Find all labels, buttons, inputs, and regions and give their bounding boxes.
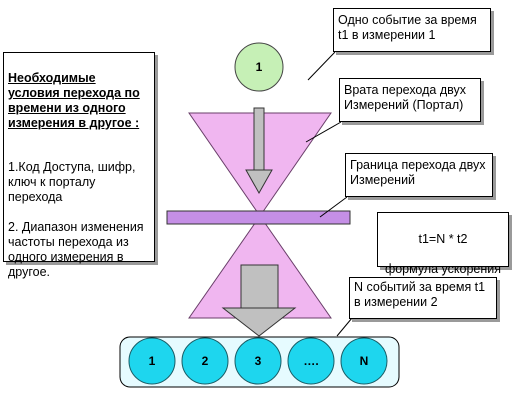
event-circle	[128, 337, 176, 385]
event-label: N	[360, 354, 369, 368]
callout-single-event: Одно событие за время t1 в измерении 1	[333, 8, 491, 52]
events-row: 1 2 3 …. N	[128, 337, 388, 385]
event-circle	[234, 337, 282, 385]
callout-leaders	[305, 51, 353, 337]
leader-event	[307, 51, 336, 81]
callout-n-events: N событий за время t1 в измерении 2	[349, 277, 497, 319]
dimension-border-bar	[166, 210, 351, 225]
condition-item-1: 1.Код Доступа, шифр, ключ к порталу пере…	[8, 160, 136, 204]
top-event-circle	[234, 42, 284, 92]
event-label: 1	[149, 354, 156, 368]
event-circle	[287, 337, 335, 385]
formula-equation: t1=N * t2	[418, 232, 468, 246]
callout-dimension-border: Граница перехода двух Измерений	[345, 153, 493, 197]
formula-box: t1=N * t2 формула ускорения времени	[377, 212, 509, 291]
event-label: 2	[202, 354, 209, 368]
top-event-label: 1	[256, 60, 263, 74]
leader-gate	[305, 121, 342, 143]
condition-item-2: 2. Диапазон изменения частоты перехода и…	[8, 220, 144, 279]
leader-n-events	[336, 317, 353, 337]
time-flow-arrow-wide	[221, 264, 297, 337]
conditions-box: Необходимые условия перехода по времени …	[3, 52, 155, 279]
time-flow-arrow-thin	[245, 107, 273, 195]
leader-border	[319, 196, 348, 218]
event-label: 3	[255, 354, 262, 368]
event-circle	[340, 337, 388, 385]
event-circle	[181, 337, 229, 385]
callout-portal-gate: Врата перехода двух Измерений (Портал)	[339, 78, 481, 122]
conditions-title: Необходимые условия перехода по времени …	[8, 71, 140, 130]
event-label: ….	[303, 354, 318, 368]
